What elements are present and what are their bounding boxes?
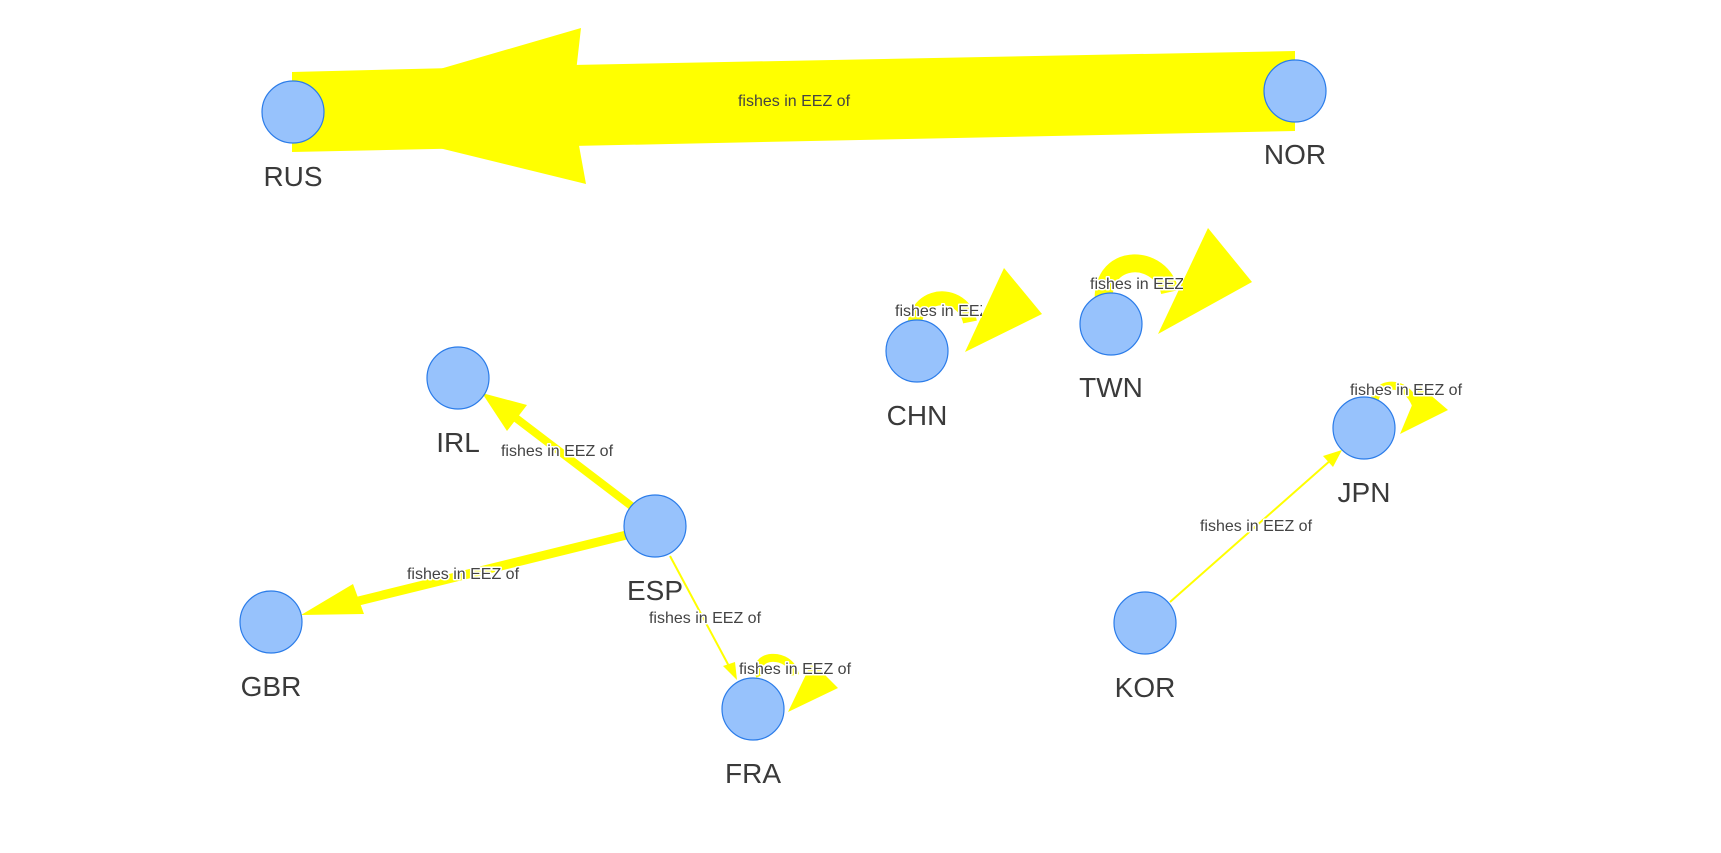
node-chn-circle[interactable] [885, 319, 949, 383]
node-kor[interactable]: KOR [1113, 591, 1177, 703]
edge-esp-irl-label: fishes in EEZ of [501, 443, 614, 460]
node-nor[interactable]: NOR [1263, 59, 1327, 170]
node-fra[interactable]: FRA [721, 677, 785, 789]
node-irl-circle[interactable] [426, 346, 490, 410]
edge-esp-gbr-label: fishes in EEZ of [407, 566, 520, 583]
edge-esp-irl-line [505, 408, 658, 528]
edge-nor-rus-arrowhead [292, 28, 586, 184]
node-fra-label: FRA [725, 758, 781, 789]
edge-esp-fra-arrowhead [723, 662, 737, 680]
edge-fra-loop-arrowhead [788, 662, 838, 712]
edge-esp-fra-label: fishes in EEZ of [649, 610, 762, 627]
node-chn-label: CHN [887, 400, 948, 431]
edge-kor-jpn-label: fishes in EEZ of [1200, 518, 1313, 535]
edge-nor-rus[interactable]: fishes in EEZ of [292, 28, 1295, 184]
node-fra-circle[interactable] [721, 677, 785, 741]
edge-fra-loop[interactable]: fishes in EEZ of [737, 653, 853, 712]
node-irl-label: IRL [436, 427, 480, 458]
node-twn-circle[interactable] [1079, 292, 1143, 356]
node-irl[interactable]: IRL [426, 346, 490, 458]
node-nor-label: NOR [1264, 139, 1326, 170]
node-gbr-circle[interactable] [239, 590, 303, 654]
edge-esp-gbr[interactable]: fishes in EEZ of [301, 523, 657, 615]
edge-twn-loop-arrowhead [1158, 228, 1252, 334]
node-esp-circle[interactable] [623, 494, 687, 558]
edge-esp-fra-line [669, 555, 731, 669]
edge-jpn-loop-arrowhead [1400, 386, 1448, 434]
edge-esp-gbr-arrowhead [301, 584, 364, 615]
edge-kor-jpn-arrowhead [1323, 450, 1342, 467]
edge-jpn-loop[interactable]: fishes in EEZ of [1348, 381, 1464, 434]
node-jpn[interactable]: JPN [1332, 396, 1396, 508]
node-kor-label: KOR [1115, 672, 1176, 703]
node-esp-label: ESP [627, 575, 683, 606]
edge-jpn-loop-label: fishes in EEZ of [1350, 382, 1463, 399]
edge-fra-loop-line [754, 653, 799, 678]
edge-kor-jpn[interactable]: fishes in EEZ of [1169, 450, 1342, 603]
node-rus[interactable]: RUS [261, 80, 325, 192]
edge-kor-jpn-line [1169, 458, 1333, 603]
nodes-layer: RUS NOR CHN TWN IRL ESP GBR FRA [239, 59, 1396, 789]
node-jpn-label: JPN [1338, 477, 1391, 508]
node-twn-label: TWN [1079, 372, 1143, 403]
node-esp[interactable]: ESP [623, 494, 687, 606]
node-nor-circle[interactable] [1263, 59, 1327, 123]
edge-esp-irl-arrowhead [482, 393, 527, 431]
edge-chn-loop-label: fishes in EEZ of [895, 303, 1008, 320]
node-rus-circle[interactable] [261, 80, 325, 144]
node-jpn-circle[interactable] [1332, 396, 1396, 460]
edge-chn-loop-arrowhead [965, 268, 1042, 352]
node-gbr-label: GBR [241, 671, 302, 702]
edge-fra-loop-label: fishes in EEZ of [739, 661, 852, 678]
edge-esp-fra[interactable]: fishes in EEZ of [647, 555, 763, 680]
edge-chn-loop[interactable]: fishes in EEZ of [894, 268, 1042, 353]
node-rus-label: RUS [263, 161, 322, 192]
edge-esp-irl[interactable]: fishes in EEZ of [482, 393, 658, 528]
node-gbr[interactable]: GBR [239, 590, 303, 702]
edge-nor-rus-label: fishes in EEZ of [738, 93, 851, 110]
edge-twn-loop-label: fishes in EEZ of [1090, 276, 1203, 293]
node-chn[interactable]: CHN [885, 319, 949, 431]
node-twn[interactable]: TWN [1079, 292, 1143, 403]
node-kor-circle[interactable] [1113, 591, 1177, 655]
edge-esp-gbr-line [328, 523, 657, 613]
